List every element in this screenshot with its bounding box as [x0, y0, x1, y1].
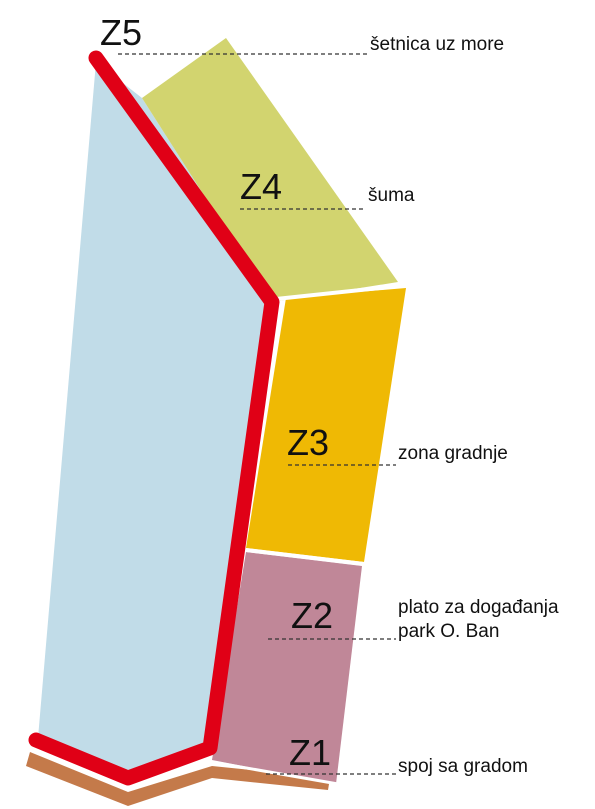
zone-description-z5: šetnica uz more [370, 34, 504, 55]
event-zone [212, 552, 362, 784]
building-zone [246, 288, 406, 562]
zone-label-z4: Z4 [240, 166, 282, 207]
zone-separator [245, 548, 365, 566]
forest-zone [142, 38, 398, 302]
zone-separator [275, 283, 409, 301]
zone-description-z2-line1: plato za događanja [398, 597, 559, 618]
city-link-band [26, 752, 330, 806]
zone-label-z3: Z3 [287, 422, 329, 463]
zone-separator [211, 760, 339, 786]
zone-description-z3: zona gradnje [398, 443, 508, 464]
zone-description-z1: spoj sa gradom [398, 756, 528, 777]
zone-description-z4: šuma [368, 185, 415, 206]
zone-label-z2: Z2 [291, 595, 333, 636]
promenade-path [28, 50, 280, 786]
water-zone [38, 62, 272, 778]
zone-description-z2-line2: park O. Ban [398, 621, 499, 642]
zone-label-z5: Z5 [100, 12, 142, 53]
zone-label-z1: Z1 [289, 732, 331, 773]
